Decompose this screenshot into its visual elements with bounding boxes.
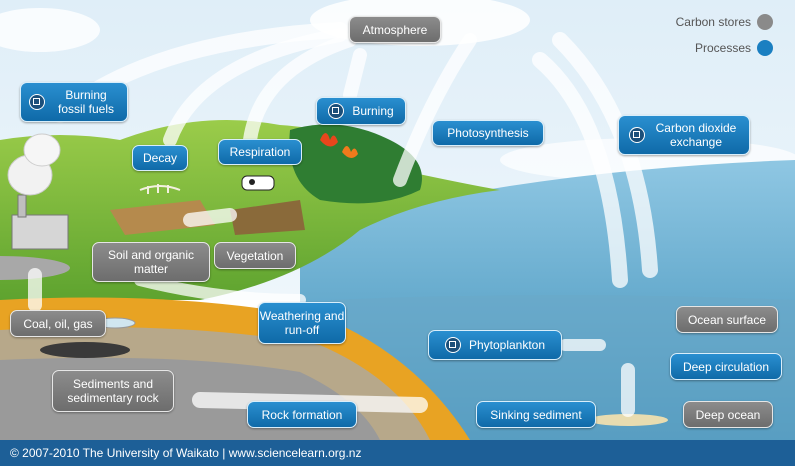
legend-processes: Processes [695, 40, 773, 56]
legend-carbon-stores: Carbon stores [676, 14, 773, 30]
store-vegetation-label: Vegetation [226, 248, 284, 263]
store-ocean-surface[interactable]: Ocean surface [676, 306, 778, 333]
process-decay[interactable]: Decay [132, 145, 188, 171]
coal-deposit [40, 342, 130, 358]
skeleton-icon [139, 184, 181, 194]
store-deep-ocean-label: Deep ocean [695, 407, 761, 422]
fire-icon [320, 133, 338, 147]
process-phytoplankton[interactable]: Phytoplankton [428, 330, 562, 360]
store-coal-label: Coal, oil, gas [23, 316, 93, 331]
cow-icon [249, 179, 255, 185]
store-atmosphere[interactable]: Atmosphere [349, 16, 441, 43]
process-phytoplankton-label: Phytoplankton [468, 338, 546, 352]
store-sediments-label: Sediments and sedimentary rock [67, 377, 159, 405]
video-icon [29, 94, 45, 110]
process-rock-formation[interactable]: Rock formation [247, 401, 357, 428]
store-coal[interactable]: Coal, oil, gas [10, 310, 106, 337]
smoke-cloud [23, 133, 61, 167]
process-burning[interactable]: Burning [316, 97, 406, 125]
process-sinking-sediment[interactable]: Sinking sediment [476, 401, 596, 428]
process-rock-formation-label: Rock formation [261, 407, 343, 422]
video-icon [328, 103, 345, 119]
process-burning-fossil[interactable]: Burning fossil fuels [20, 82, 128, 122]
footer-credit: © 2007-2010 The University of Waikato | … [0, 440, 795, 466]
process-sinking-sediment-label: Sinking sediment [490, 407, 582, 422]
fire-icon [342, 146, 358, 159]
store-deep-circulation[interactable]: Deep circulation [670, 353, 782, 380]
store-ocean-surface-label: Ocean surface [687, 312, 767, 327]
arrow-photosynthesis [393, 33, 477, 187]
process-photosynthesis[interactable]: Photosynthesis [432, 120, 544, 146]
crop-field [230, 200, 305, 235]
grey-dot-icon [757, 14, 773, 30]
process-co2-exchange[interactable]: Carbon dioxide exchange [618, 115, 750, 155]
process-decay-label: Decay [142, 151, 177, 165]
factory-icon [11, 214, 69, 250]
process-respiration-label: Respiration [229, 145, 291, 159]
process-weathering-label: Weathering and run-off [259, 309, 345, 337]
legend-label-stores: Carbon stores [675, 15, 751, 29]
process-burning-label: Burning [352, 104, 394, 118]
video-icon [629, 127, 645, 143]
video-icon [444, 337, 461, 353]
cow-icon [241, 175, 275, 191]
store-soil[interactable]: Soil and organic matter [92, 242, 210, 282]
process-burning-fossil-label: Burning fossil fuels [57, 88, 115, 116]
arrow-decay-to-atmosphere [163, 28, 347, 147]
arrow-burning-to-atmosphere [343, 48, 367, 102]
sediment-pile [588, 414, 668, 426]
cloud [0, 8, 100, 52]
process-co2-exchange-label: Carbon dioxide exchange [655, 121, 737, 149]
store-vegetation[interactable]: Vegetation [214, 242, 296, 269]
factory-base [0, 256, 70, 280]
footer-credit-text: © 2007-2010 The University of Waikato | … [10, 446, 362, 460]
arrow-exchange-up [532, 52, 628, 288]
store-atmosphere-label: Atmosphere [362, 22, 428, 37]
arrow-vegetation-to-soil [183, 208, 237, 227]
process-respiration[interactable]: Respiration [218, 139, 302, 165]
process-weathering[interactable]: Weathering and run-off [258, 302, 346, 344]
arrow-respiration-to-atmosphere [243, 33, 357, 147]
store-deep-ocean[interactable]: Deep ocean [683, 401, 773, 428]
forest [289, 124, 422, 204]
process-photosynthesis-label: Photosynthesis [447, 126, 529, 140]
store-sediments[interactable]: Sediments and sedimentary rock [52, 370, 174, 412]
store-deep-circulation-label: Deep circulation [682, 359, 770, 374]
legend-label-processes: Processes [694, 41, 751, 55]
factory-chimney [17, 194, 27, 218]
store-soil-label: Soil and organic matter [107, 248, 195, 276]
blue-dot-icon [757, 40, 773, 56]
arrow-runoff [134, 274, 306, 306]
